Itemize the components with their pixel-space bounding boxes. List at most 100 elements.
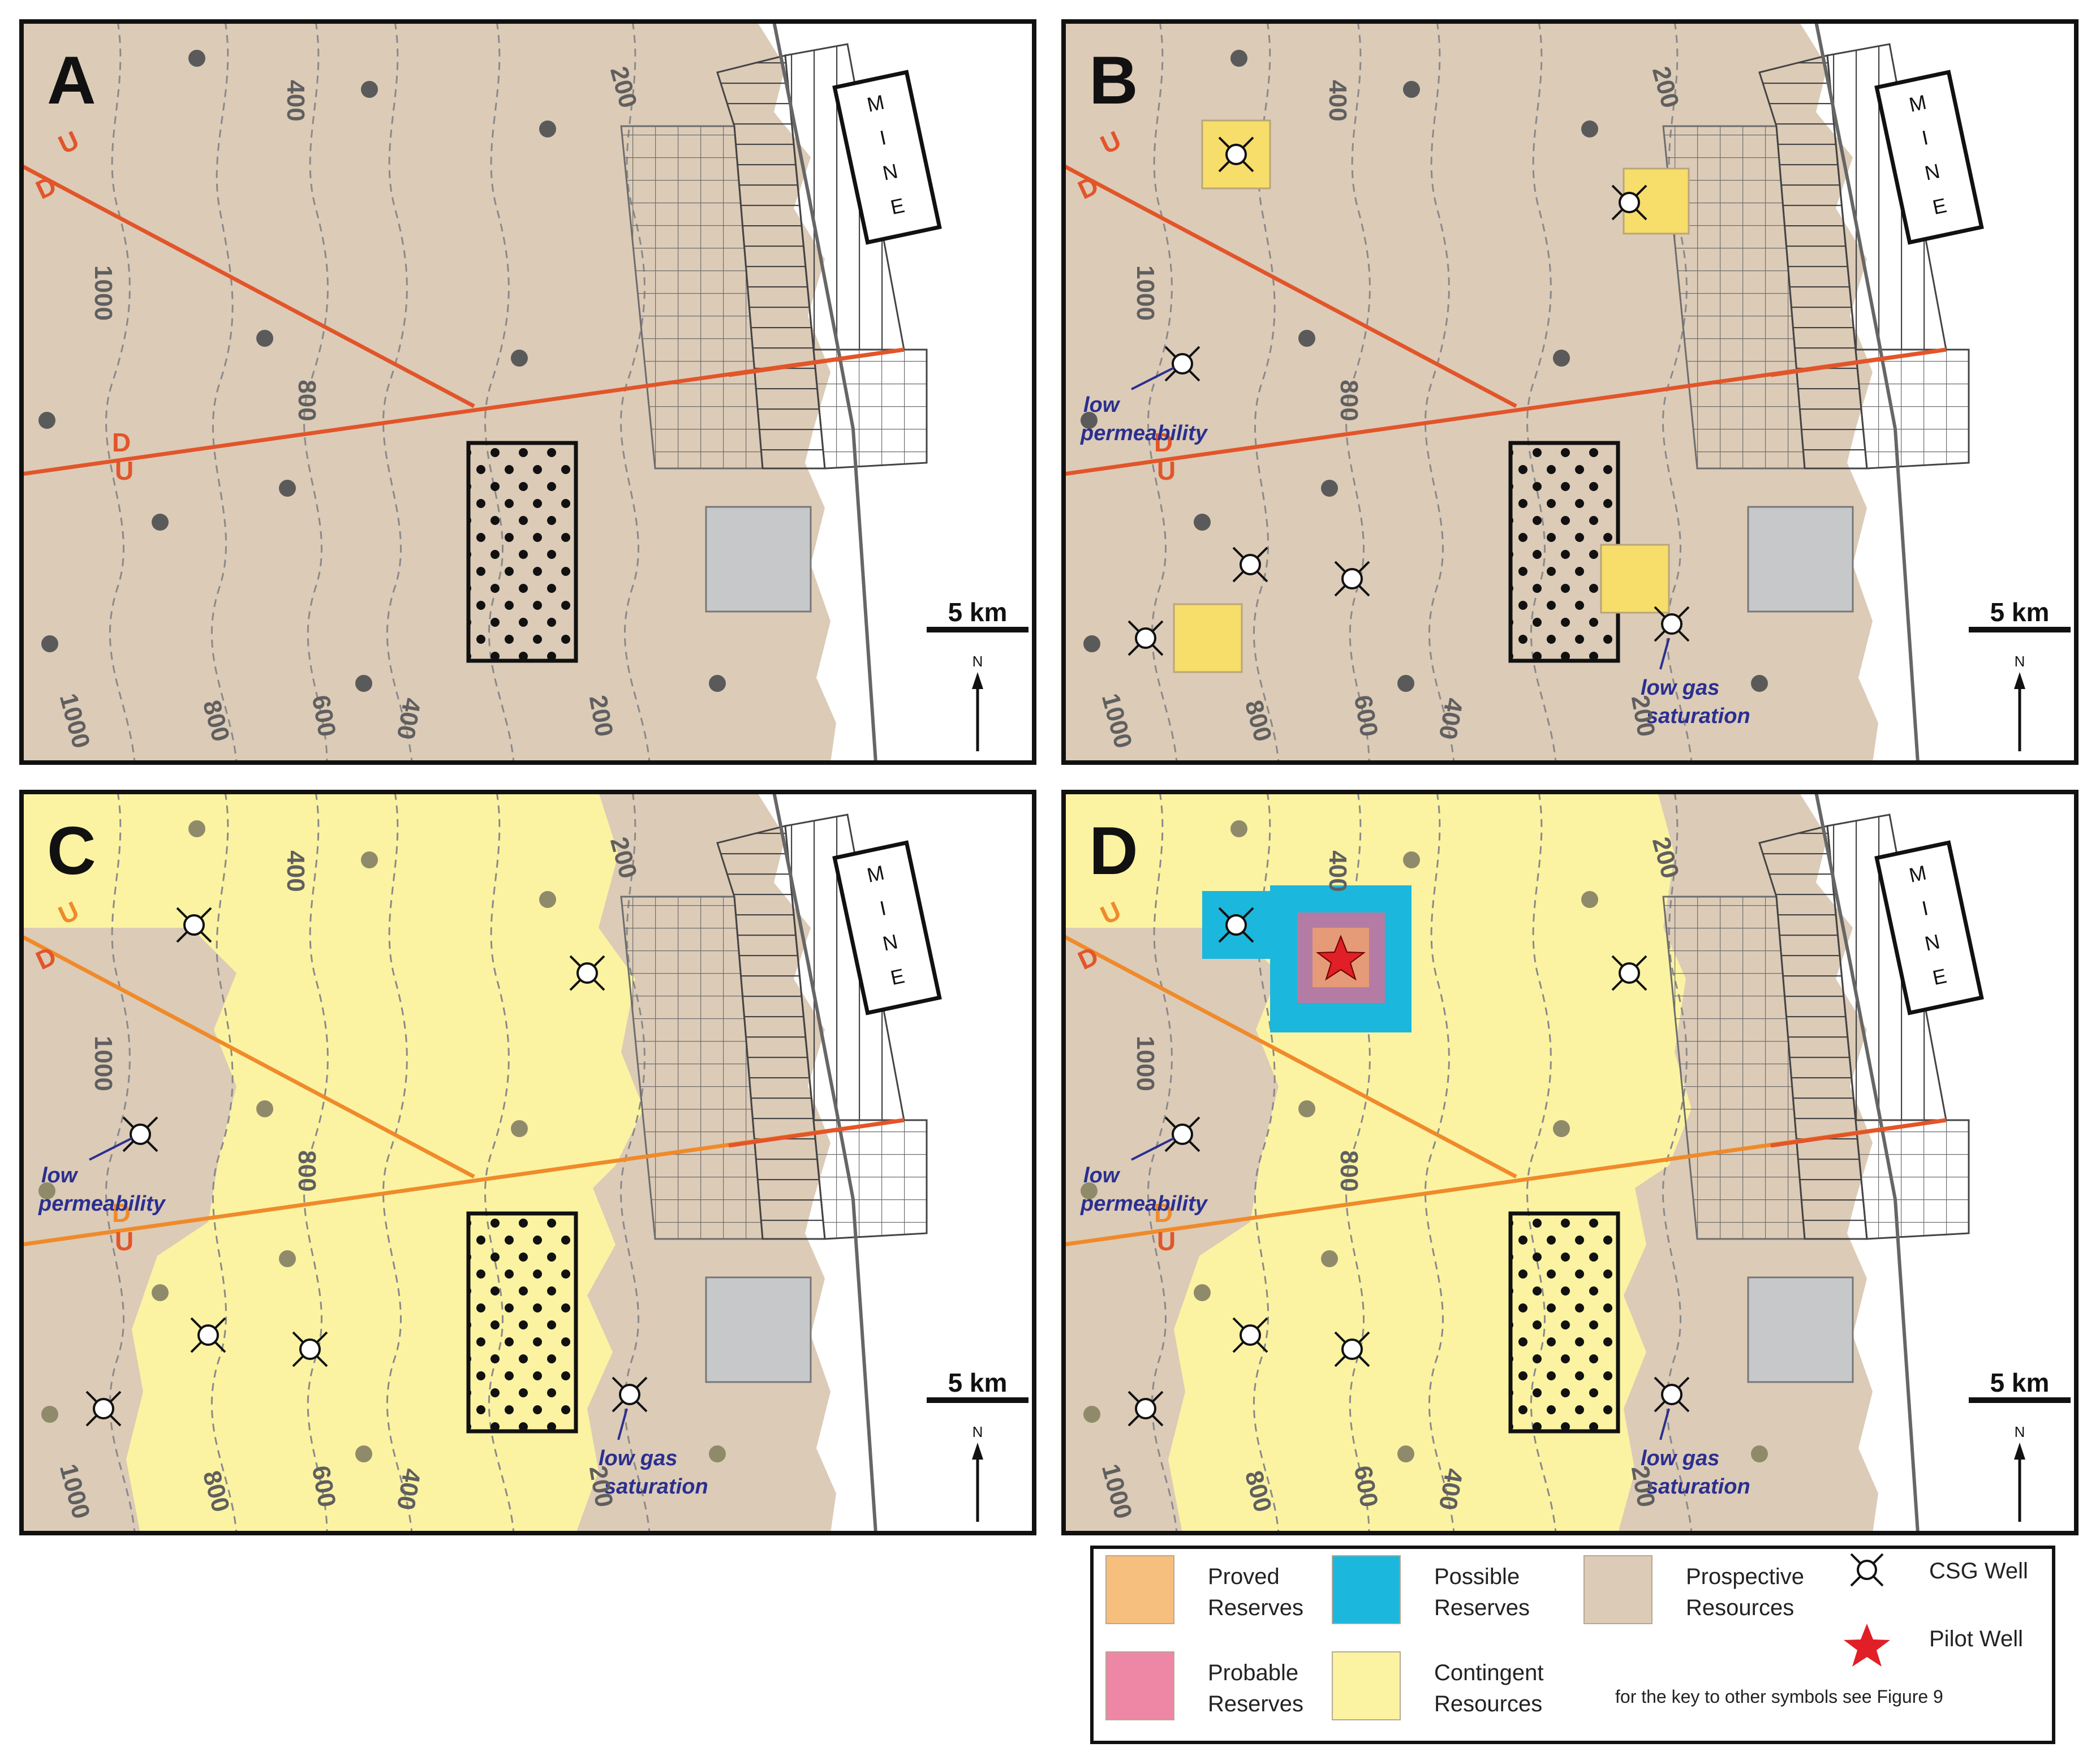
csg-well-icon <box>1850 1553 1884 1587</box>
annotation-arrow <box>1131 1137 1174 1161</box>
annotation-arrow <box>1659 1408 1670 1440</box>
scale-bar-label: 5 km <box>948 597 1008 627</box>
depth-contour <box>303 21 329 763</box>
well-dot <box>1321 480 1338 497</box>
north-arrow-head <box>2014 672 2025 689</box>
well-dot <box>511 350 528 367</box>
depth-contour <box>1345 21 1371 763</box>
well-dot <box>1403 851 1420 868</box>
fault-line <box>21 934 475 1179</box>
csg-well-icon <box>1232 546 1268 583</box>
star-icon <box>1844 1624 1890 1667</box>
well-dot <box>1194 1284 1211 1301</box>
well-dot <box>1230 820 1247 837</box>
panel-letter-a: A <box>47 42 96 118</box>
csg-well-icon <box>1164 1116 1200 1152</box>
depth-contour <box>105 21 136 763</box>
csg-well-icon <box>176 907 212 943</box>
well-dot <box>709 1445 726 1462</box>
contour-label: 800 <box>293 1150 321 1191</box>
scale-bar <box>927 627 1029 632</box>
probable-swatch <box>1105 1651 1174 1720</box>
low-gas-saturation-label: saturation <box>604 1475 708 1499</box>
north-arrow-head <box>972 1443 983 1460</box>
fault-line <box>1064 163 1517 408</box>
proved-swatch <box>1105 1555 1174 1624</box>
scale-bar <box>1969 627 2071 632</box>
annotation-arrow <box>1131 367 1174 390</box>
lease-corner <box>812 348 928 470</box>
well-dot <box>1081 1182 1098 1199</box>
well-dot <box>188 50 205 67</box>
panel-frame <box>19 790 1036 1535</box>
depth-contour <box>382 21 413 763</box>
low-permeability-label: permeability <box>1080 421 1208 445</box>
annotation-arrow <box>617 1408 628 1440</box>
csg-well-icon <box>122 1116 158 1152</box>
well-dot <box>1321 1250 1338 1267</box>
csg-well-icon <box>1611 955 1647 991</box>
contour-label: 800 <box>293 380 321 421</box>
fault-up-label: U <box>115 1226 134 1256</box>
low-gas-saturation-label: low gas <box>1641 676 1719 700</box>
low-permeability-label: low <box>1083 393 1121 417</box>
depth-contour <box>1424 792 1455 1533</box>
well-dot <box>1298 330 1315 347</box>
well-dot <box>1083 1406 1100 1423</box>
fault-up-label: U <box>115 456 134 485</box>
well-dot <box>355 1445 372 1462</box>
appraisal-area <box>1173 603 1243 673</box>
panel-letter-c: C <box>47 813 96 889</box>
scale-bar-label: 5 km <box>1990 1368 2050 1397</box>
coast-boundary <box>772 792 877 1533</box>
fault-line <box>21 163 475 408</box>
well-dot <box>256 1100 273 1117</box>
low-gas-saturation-label: low gas <box>1641 1447 1719 1470</box>
fault-down-label: D <box>112 428 131 457</box>
well-dot <box>1298 1100 1315 1117</box>
north-label: N <box>2015 1423 2025 1440</box>
panel-frame <box>1061 19 2079 765</box>
well-dot <box>539 120 556 137</box>
probable-label: Reserves <box>1208 1692 1303 1716</box>
proved-label: Proved <box>1208 1564 1280 1589</box>
scale-bar-label: 5 km <box>948 1368 1008 1397</box>
well-dot <box>1194 514 1211 531</box>
north-label: N <box>2015 653 2025 670</box>
well-dot <box>1403 81 1420 98</box>
scale-bar-label: 5 km <box>1990 597 2050 627</box>
annotation-arrow <box>89 1137 132 1161</box>
prospective-label: Prospective <box>1686 1564 1804 1589</box>
low-permeability-label: permeability <box>1080 1192 1208 1216</box>
well-dot <box>1081 412 1098 429</box>
gray-block <box>705 1276 812 1383</box>
legend-frame <box>1090 1546 2055 1744</box>
contour-label: 400 <box>282 80 309 121</box>
well-dot <box>1751 675 1768 692</box>
gray-block <box>1747 506 1854 613</box>
csg-well-icon <box>1128 620 1164 656</box>
csg-well-icon <box>85 1391 122 1427</box>
pilot-well-label: Pilot Well <box>1929 1626 2023 1651</box>
well-dot <box>152 1284 169 1301</box>
possible-swatch <box>1332 1555 1401 1624</box>
well-dot <box>41 1406 58 1423</box>
well-dot <box>1397 675 1414 692</box>
well-dot <box>38 1182 55 1199</box>
appraisal-area <box>1600 544 1670 614</box>
lease-corner <box>812 1119 928 1240</box>
probable-label: Probable <box>1208 1660 1298 1685</box>
contingent-swatch <box>1332 1651 1401 1720</box>
well-dot <box>709 675 726 692</box>
